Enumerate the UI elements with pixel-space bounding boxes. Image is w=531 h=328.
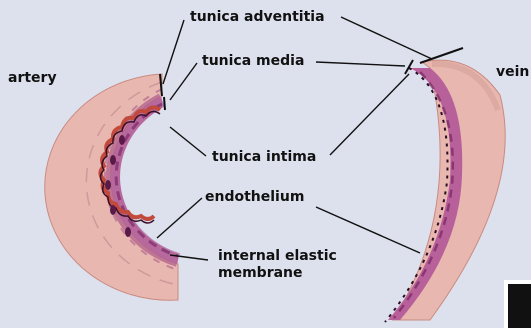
leader-endothelium-to-vein [316, 207, 420, 253]
artery-wall-section [45, 74, 178, 300]
leader-adventitia-to-vein [341, 17, 432, 59]
leader-media-to-vein [316, 62, 405, 66]
internal-elastic-membrane-label-line2: membrane [218, 265, 303, 281]
tunica-media-label: tunica media [202, 53, 304, 69]
leader-endothelium-to-artery [157, 198, 202, 238]
vein-wall-section [385, 60, 505, 322]
corner-black-block [504, 280, 531, 328]
internal-elastic-membrane-label-line1: internal elastic [218, 248, 337, 264]
endothelium-label: endothelium [205, 189, 304, 205]
tunica-intima-label: tunica intima [212, 149, 316, 165]
vein-label: vein [496, 64, 529, 80]
leader-intima-to-vein [330, 74, 409, 155]
leader-media-to-artery [170, 63, 197, 100]
tunica-adventitia-label: tunica adventitia [190, 9, 325, 25]
leader-adventitia-to-artery [163, 20, 184, 84]
leader-intima-to-artery [170, 127, 206, 156]
artery-label: artery [8, 70, 57, 86]
